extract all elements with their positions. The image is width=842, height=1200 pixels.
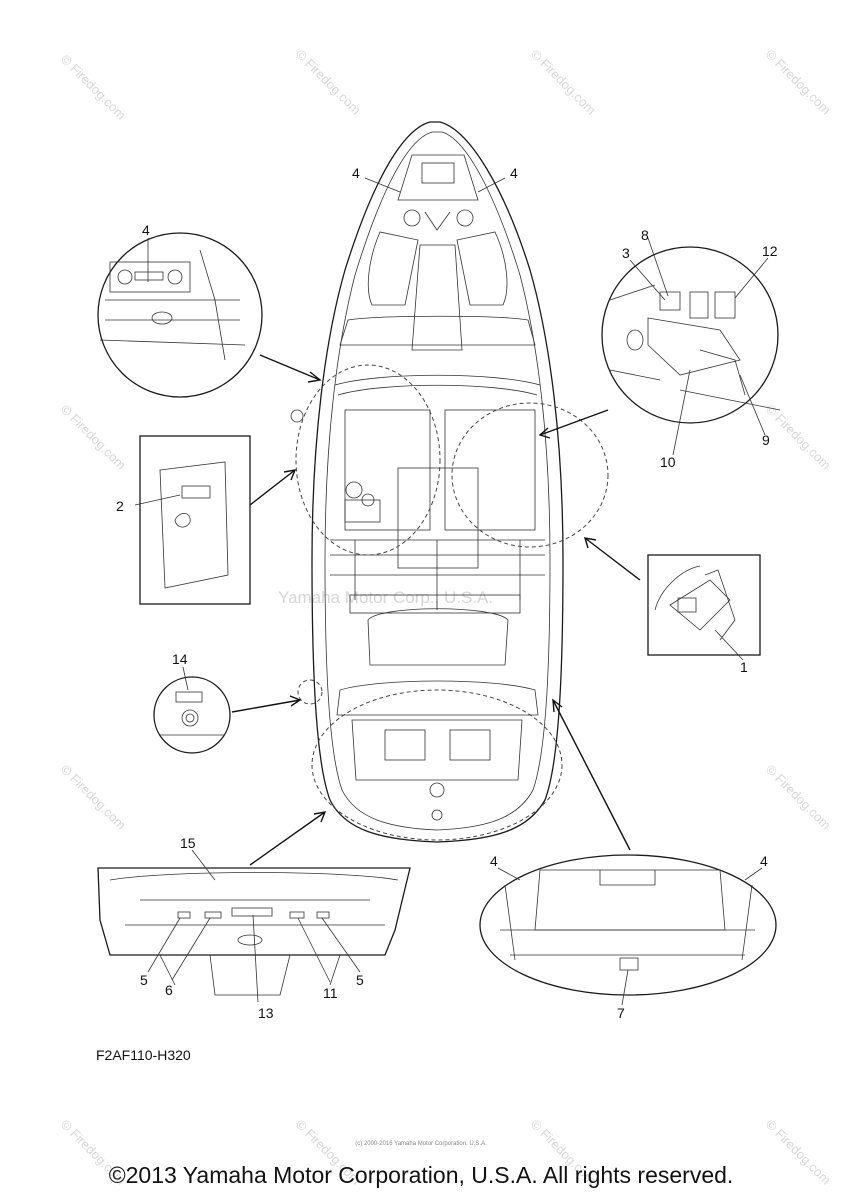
watermark: © Firedog.com <box>763 762 834 833</box>
watermark: © Firedog.com <box>763 47 834 118</box>
callout-7: 7 <box>617 1005 625 1021</box>
callout-11: 11 <box>323 985 338 1001</box>
callout-1: 1 <box>740 659 748 675</box>
callout-4: 4 <box>142 222 150 238</box>
detail-transom <box>97 811 411 996</box>
center-watermark: Yamaha Motor Corp., U.S.A. <box>278 588 493 607</box>
callout-3: 3 <box>622 245 630 261</box>
detail-side-label <box>153 676 302 754</box>
detail-console <box>538 246 781 439</box>
callout-4: 4 <box>510 165 518 181</box>
watermark: © Firedog.com <box>293 47 364 118</box>
callout-10: 10 <box>660 454 676 470</box>
watermark: © Firedog.com <box>58 402 129 473</box>
detail-panel-decal <box>139 435 297 605</box>
part-code: F2AF110-H320 <box>96 1047 191 1063</box>
callout-15: 15 <box>180 835 196 851</box>
callout-13: 13 <box>258 1005 274 1021</box>
callout-5: 5 <box>140 972 148 988</box>
callout-8: 8 <box>641 227 649 243</box>
boat-hull-top-view <box>290 121 609 843</box>
callout-12: 12 <box>762 243 778 259</box>
detail-stern-storage <box>479 698 777 996</box>
callout-4: 4 <box>760 853 768 869</box>
detail-bow-hatch <box>97 232 322 398</box>
watermark: © Firedog.com <box>528 47 599 118</box>
watermark: © Firedog.com <box>58 52 129 123</box>
callout-2: 2 <box>116 498 124 514</box>
detail-throttle <box>584 537 761 656</box>
callout-4: 4 <box>490 853 498 869</box>
tiny-credit: (c) 2000-2016 Yamaha Motor Corporation, … <box>355 1141 487 1147</box>
callout-9: 9 <box>762 432 770 448</box>
callout-6: 6 <box>165 982 173 998</box>
watermark: © Firedog.com <box>58 762 129 833</box>
callout-14: 14 <box>172 651 188 667</box>
copyright-notice: ©2013 Yamaha Motor Corporation, U.S.A. A… <box>108 1162 734 1188</box>
watermark: © Firedog.com <box>763 402 834 473</box>
callout-4: 4 <box>352 165 360 181</box>
callout-numbers: 4 4 4 2 3 8 12 9 10 1 14 15 5 6 13 11 5 … <box>116 165 778 1021</box>
callout-5: 5 <box>356 972 364 988</box>
leader-lines <box>134 177 769 1006</box>
